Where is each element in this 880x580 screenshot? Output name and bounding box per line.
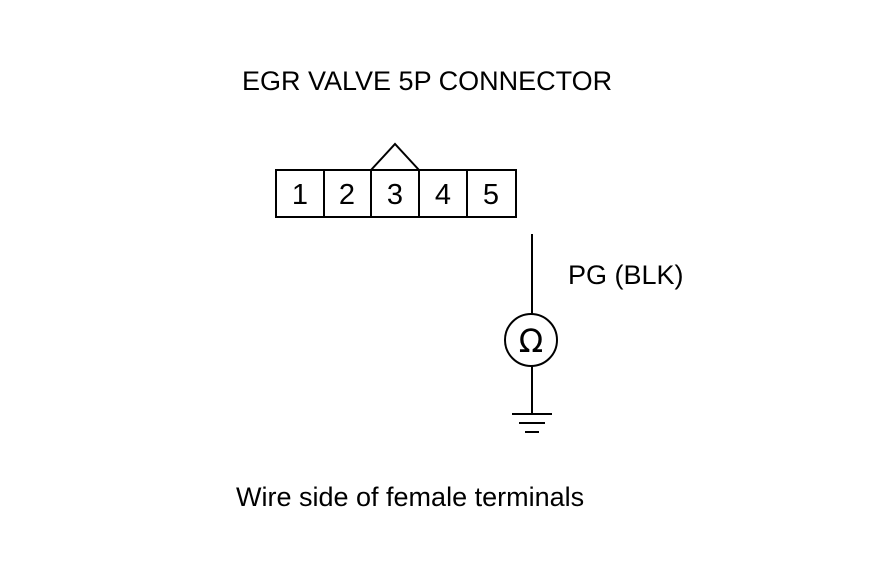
ohmmeter-icon: Ω	[504, 313, 558, 367]
view-caption: Wire side of female terminals	[236, 482, 585, 512]
pin-3-label: 3	[387, 179, 403, 211]
connector-body	[275, 169, 517, 218]
connector-pins: 1 2 3 4 5	[292, 170, 499, 217]
connector-lock-tab	[370, 142, 420, 171]
pin-4-label: 4	[435, 179, 451, 211]
pin-2-label: 2	[339, 179, 355, 211]
ground-icon	[512, 413, 552, 433]
wire-color-label: PG (BLK)	[568, 260, 684, 290]
ohm-symbol: Ω	[519, 322, 543, 360]
pin-1-label: 1	[292, 179, 308, 211]
connector-title: EGR VALVE 5P CONNECTOR	[242, 66, 613, 96]
pin-5-label: 5	[483, 179, 499, 211]
